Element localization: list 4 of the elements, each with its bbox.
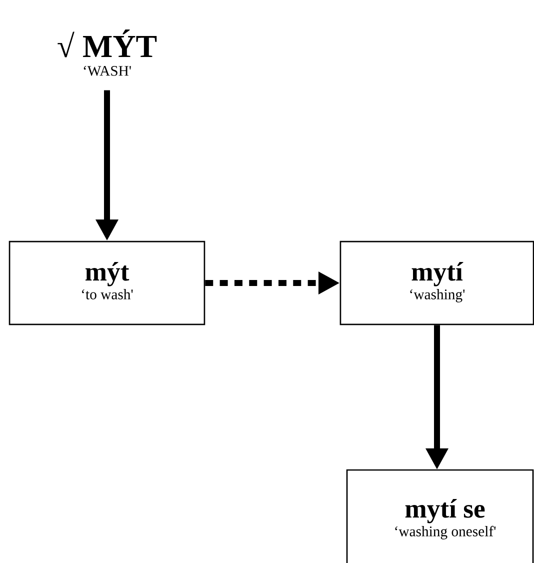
root-label: √ MÝT ‘WASH' (58, 30, 157, 76)
word-box: mytí se ‘washing oneself' (346, 469, 534, 563)
word-box: mytí ‘washing' (340, 240, 534, 326)
word-box: mýt ‘to wash' (8, 240, 206, 326)
